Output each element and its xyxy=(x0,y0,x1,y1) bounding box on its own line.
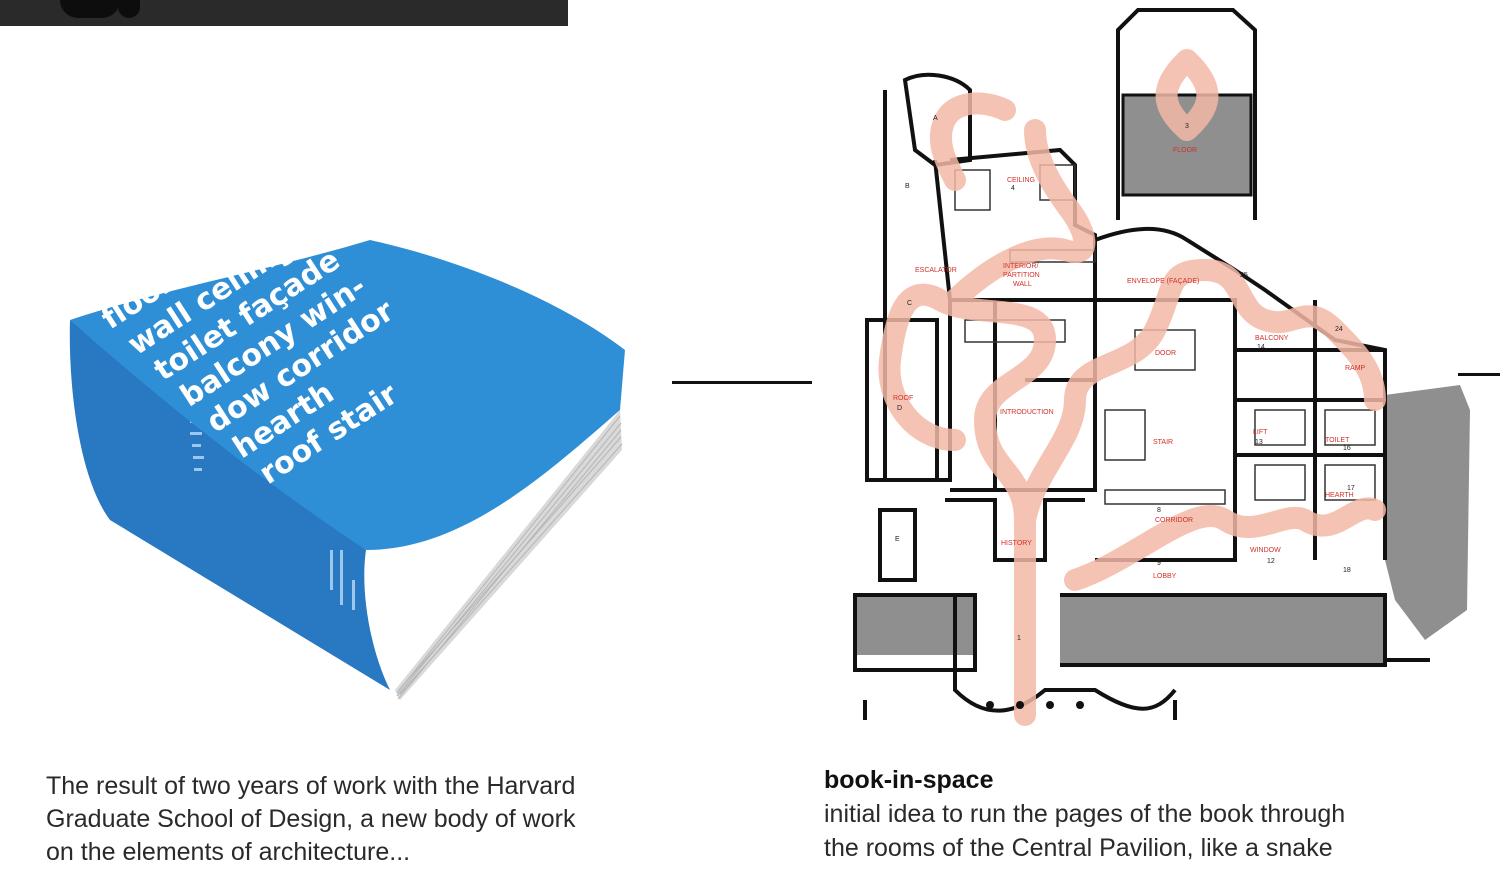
right-caption-body: initial idea to run the pages of the boo… xyxy=(824,797,1484,865)
label-stair: STAIR xyxy=(1153,439,1173,446)
label-lobby: LOBBY xyxy=(1153,573,1177,580)
num-24: 24 xyxy=(1335,326,1343,333)
letter-c: C xyxy=(907,300,912,307)
right-caption-title: book-in-space xyxy=(824,766,994,794)
num-16: 16 xyxy=(1343,445,1351,452)
num-4: 4 xyxy=(1011,185,1015,192)
num-18: 18 xyxy=(1343,567,1351,574)
num-9: 9 xyxy=(1157,560,1161,567)
top-photo-crop xyxy=(0,0,568,26)
book-snake-path xyxy=(878,49,1386,726)
floor-plan: FLOOR CEILING INTERIOR/ PARTITION WALL E… xyxy=(853,8,1470,726)
label-ceiling: CEILING xyxy=(1007,177,1035,184)
left-caption-line-1: The result of two years of work with the… xyxy=(46,772,576,800)
num-13: 13 xyxy=(1255,439,1263,446)
label-wall: WALL xyxy=(1013,281,1032,288)
num-17: 17 xyxy=(1347,485,1355,492)
label-window: WINDOW xyxy=(1250,547,1281,554)
num-14: 14 xyxy=(1257,344,1265,351)
num-12: 12 xyxy=(1267,558,1275,565)
num-8: 8 xyxy=(1157,507,1161,514)
label-balcony: BALCONY xyxy=(1255,335,1289,342)
letter-b: B xyxy=(905,183,910,190)
label-hearth: HEARTH xyxy=(1325,492,1354,499)
right-caption-line-2: the rooms of the Central Pavilion, like … xyxy=(824,834,1333,862)
book-page-lines xyxy=(396,415,623,700)
label-escalator: ESCALATOR xyxy=(915,267,957,274)
label-envelope: ENVELOPE (FAÇADE) xyxy=(1127,278,1199,285)
book-illustration: floor door wall ceiling toilet façade ba… xyxy=(69,220,625,700)
label-roof: ROOF xyxy=(893,395,913,402)
photo-shadow xyxy=(60,0,120,18)
label-lift: LIFT xyxy=(1253,429,1268,436)
photo-shadow xyxy=(118,0,140,18)
label-history: HISTORY xyxy=(1001,540,1032,547)
num-3: 3 xyxy=(1185,123,1189,130)
label-interior: INTERIOR/ xyxy=(1003,263,1038,270)
label-introduction: INTRODUCTION xyxy=(1000,409,1054,416)
label-toilet: TOILET xyxy=(1325,437,1350,444)
plan-columns xyxy=(986,701,1084,709)
left-caption-line-2: Graduate School of Design, a new body of… xyxy=(46,805,576,833)
left-caption-line-3: on the elements of architecture... xyxy=(46,838,411,866)
label-partition: PARTITION xyxy=(1003,272,1040,279)
label-door: DOOR xyxy=(1155,350,1176,357)
num-1: 1 xyxy=(1017,635,1021,642)
label-ramp: RAMP xyxy=(1345,365,1366,372)
letter-e: E xyxy=(895,536,900,543)
right-caption-line-1: initial idea to run the pages of the boo… xyxy=(824,800,1346,828)
divider-line-left xyxy=(672,381,812,384)
num-25: 25 xyxy=(1240,272,1248,279)
left-caption: The result of two years of work with the… xyxy=(46,770,686,869)
label-floor: FLOOR xyxy=(1173,147,1197,154)
book-spine xyxy=(69,320,391,690)
letter-a: A xyxy=(933,115,938,122)
label-corridor: CORRIDOR xyxy=(1155,517,1193,524)
divider-line-right xyxy=(1458,373,1500,376)
letter-d: D xyxy=(897,405,902,412)
book-cover xyxy=(70,240,625,550)
